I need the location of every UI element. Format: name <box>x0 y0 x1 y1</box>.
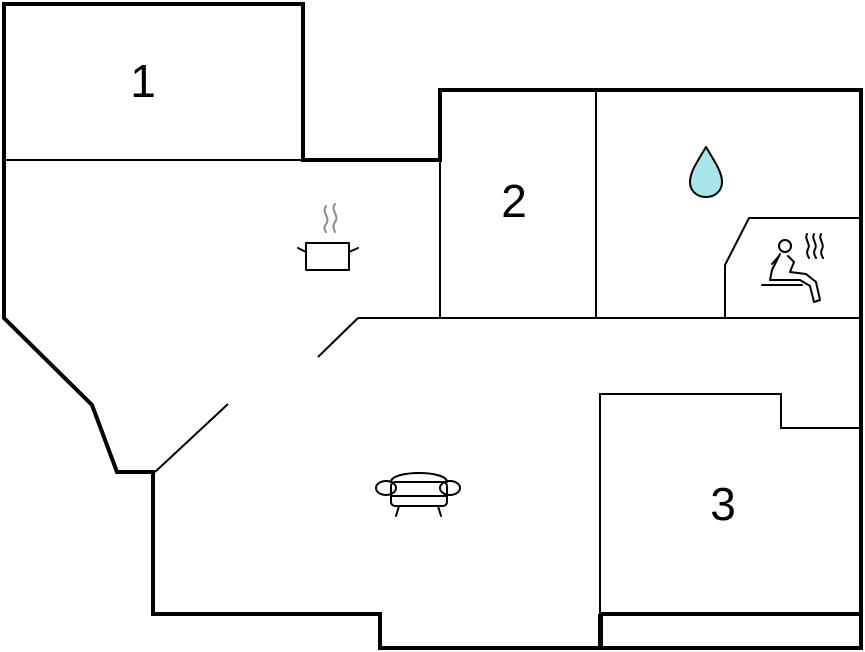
sauna-icon <box>761 233 824 303</box>
cooking-pot-icon <box>297 203 359 271</box>
wall-diagonal-upper <box>317 317 359 358</box>
room-label-1: 1 <box>130 55 156 107</box>
wall-room3 <box>599 393 861 614</box>
wall-sauna <box>724 217 861 318</box>
water-drop-icon <box>689 146 723 198</box>
room-label-2: 2 <box>501 175 527 227</box>
room-label-3: 3 <box>710 478 736 530</box>
wall-diagonal-lower <box>154 403 229 473</box>
sofa-icon <box>375 472 461 517</box>
